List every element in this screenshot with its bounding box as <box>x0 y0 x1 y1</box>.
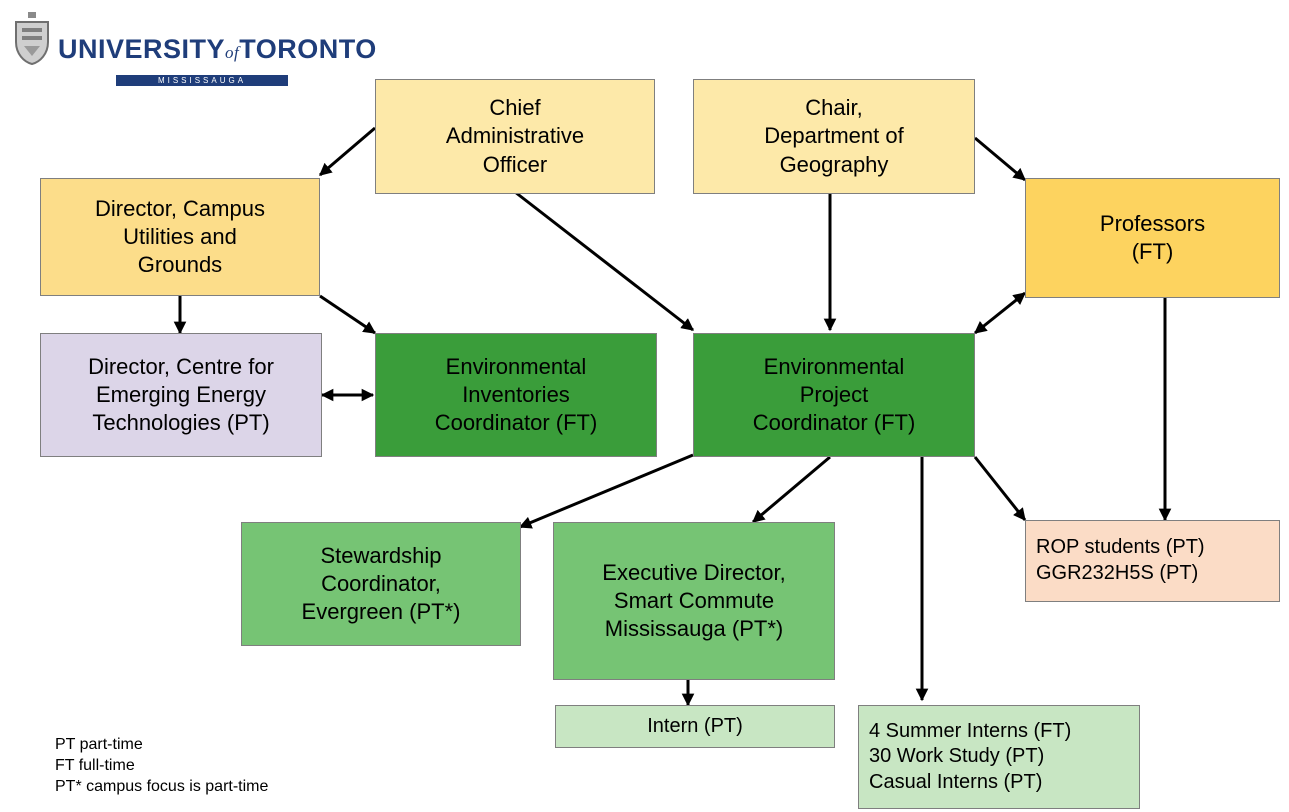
node-text: Officer <box>482 151 548 177</box>
node-text: Casual Interns (PT) <box>869 770 1043 793</box>
arrow-env-project-to-stewardship <box>518 453 694 529</box>
node-executive-director-smart-commute: Executive Director, Smart Commute Missis… <box>553 522 835 680</box>
node-text: Environmental <box>445 353 587 379</box>
node-summer-interns: 4 Summer Interns (FT) 30 Work Study (PT)… <box>858 705 1140 809</box>
node-intern: Intern (PT) <box>555 705 835 748</box>
node-chief-administrative-officer: Chief Administrative Officer <box>375 79 655 194</box>
node-text: 30 Work Study (PT) <box>869 745 1045 768</box>
node-text: 4 Summer Interns (FT) <box>869 719 1072 742</box>
arrow-cao-to-director-utilities <box>319 126 376 177</box>
node-text: Grounds <box>137 252 223 278</box>
node-env-project-coordinator: Environmental Project Coordinator (FT) <box>693 333 975 457</box>
arrow-env-project-to-exec-director <box>752 455 831 524</box>
university-wordmark: UNIVERSITYofTORONTO <box>58 34 377 64</box>
node-director-campus-utilities: Director, Campus Utilities and Grounds <box>40 178 320 296</box>
node-text: Professors <box>1099 210 1206 236</box>
node-text: Geography <box>779 151 889 177</box>
node-env-inventories-coordinator: Environmental Inventories Coordinator (F… <box>375 333 657 457</box>
node-text: Emerging Energy <box>96 381 266 407</box>
node-text: Smart Commute <box>613 587 775 613</box>
university-logo: UNIVERSITYofTORONTO MISSISSAUGA <box>12 10 376 86</box>
node-text: Chair, <box>805 95 863 121</box>
node-text: Director, Centre for <box>88 353 274 379</box>
node-text: Evergreen (PT*) <box>301 599 461 625</box>
campus-band: MISSISSAUGA <box>116 75 288 86</box>
node-chair-geography: Chair, Department of Geography <box>693 79 975 194</box>
node-professors: Professors (FT) <box>1025 178 1280 298</box>
arrow-professors-env-project <box>974 291 1026 335</box>
legend-item: FT full-time <box>55 756 135 774</box>
arrow-env-project-to-rop <box>973 456 1027 521</box>
legend-item: PT part-time <box>55 736 143 753</box>
node-director-energy: Director, Centre for Emerging Energy Tec… <box>40 333 322 457</box>
node-text: Director, Campus <box>95 195 265 221</box>
node-text: Inventories <box>462 381 570 407</box>
node-stewardship-coordinator: Stewardship Coordinator, Evergreen (PT*) <box>241 522 521 646</box>
node-text: ROP students (PT) <box>1036 536 1205 559</box>
node-text: Environmental <box>763 353 905 379</box>
node-text: Coordinator (FT) <box>752 410 916 436</box>
crest-icon <box>15 12 49 66</box>
node-rop-students: ROP students (PT) GGR232H5S (PT) <box>1025 520 1280 602</box>
node-text: (FT) <box>1131 239 1174 264</box>
arrow-chair-to-professors <box>974 136 1026 182</box>
node-text: Chief <box>489 95 541 121</box>
node-text: Project <box>799 381 869 407</box>
node-text: Stewardship <box>320 542 442 568</box>
node-text: Mississauga (PT*) <box>604 616 784 642</box>
node-text: Coordinator (FT) <box>434 410 598 436</box>
node-text: Technologies (PT) <box>92 410 270 436</box>
node-text: Utilities and <box>123 223 237 249</box>
node-text: Intern (PT) <box>647 714 743 737</box>
arrow-director-utilities-to-env-inventories <box>319 294 377 335</box>
node-text: Administrative <box>445 123 585 149</box>
legend-item: PT* campus focus is part-time <box>55 777 269 795</box>
arrow-cao-to-env-project <box>514 190 694 332</box>
node-text: Executive Director, <box>602 559 786 585</box>
node-text: Department of <box>764 123 904 149</box>
legend: PT part-time FT full-time PT* campus foc… <box>55 735 268 797</box>
node-text: GGR232H5S (PT) <box>1036 562 1199 584</box>
node-text: Coordinator, <box>321 570 441 596</box>
